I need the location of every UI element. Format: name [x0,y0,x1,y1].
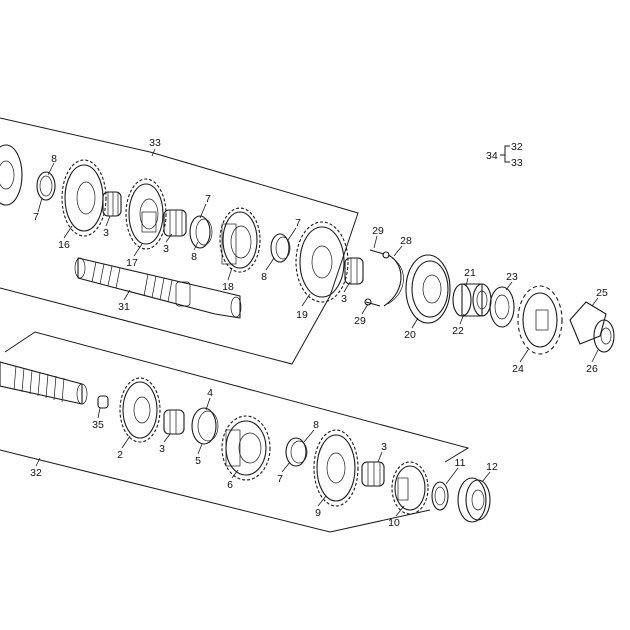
callout-label: 3 [103,227,109,239]
callout-label: 7 [33,211,39,223]
circlip-7-8-upper-a [189,215,213,249]
circlip-7-8-lower [285,437,308,467]
spacer-21-22 [452,283,492,317]
gear-10 [391,461,429,515]
gear-9 [313,429,359,507]
callout-label: 5 [195,455,201,467]
callout-label: 20 [404,329,416,341]
shaft-31 [74,257,242,319]
callout-label: 7 [295,217,301,229]
callout-label: 19 [296,309,308,321]
needle-bearing-3-upper-b [163,209,187,237]
callout-label: 9 [315,507,321,519]
callout-label: 10 [388,517,400,529]
callout-label: 8 [313,419,319,431]
needle-bearing-3-lower-b [361,461,385,487]
sprocket-24 [517,285,563,355]
callout-label: 31 [118,301,130,313]
callout-label: 24 [512,363,524,375]
nut-26 [593,319,615,353]
callout-label: 29 [372,225,384,237]
ball-bearing-20 [405,254,451,324]
callout-label: 22 [452,325,464,337]
leader-lines [35,148,599,517]
callout-label: 29 [354,315,366,327]
retaining-plate-28 [383,254,404,307]
oil-seal-23 [489,286,515,328]
gear-19 [295,221,349,303]
callout-label: 33 [149,137,161,149]
callout-label: 25 [596,287,608,299]
callout-label: 35 [92,419,104,431]
gear-6 [221,415,271,481]
shaft-lower [0,361,88,405]
callout-label: 12 [486,461,498,473]
callout-label: 3 [159,443,165,455]
gear-18 [219,207,261,273]
callout-label: 3 [163,243,169,255]
needle-bearing-3-upper-a [102,191,122,217]
callout-label: 7 [277,473,283,485]
bush-35 [97,395,109,409]
callout-label: 4 [207,387,213,399]
legend-parent-34: 34 [486,150,498,162]
legend-34: 34 32 33 [486,141,523,169]
needle-bearing-3-upper-c [344,257,364,285]
callout-label: 3 [341,293,347,305]
group-bracket-32 [0,331,470,533]
ball-bearing-12 [457,477,491,523]
needle-bearing-3-lower-a [163,409,185,435]
gear-17 [125,178,167,250]
callout-label: 16 [58,239,70,251]
partial-gear-left-upper [0,144,23,206]
callout-label: 17 [126,257,138,269]
legend-child-32: 32 [511,141,523,153]
legend-child-33: 33 [511,157,523,169]
callout-label: 8 [51,153,57,165]
callout-label: 32 [30,467,42,479]
callout-label: 11 [455,457,466,469]
callout-label: 2 [117,449,123,461]
callout-label: 26 [586,363,598,375]
bush-4-5 [191,407,219,445]
callout-label: 8 [191,251,197,263]
callout-label: 3 [381,441,387,453]
callouts: 33 8 7 16 3 17 3 7 8 18 7 8 19 3 31 29 2… [30,137,608,529]
callout-label: 23 [506,271,518,283]
callout-label: 21 [464,267,476,279]
circlip-8-upper [36,171,56,201]
callout-label: 7 [205,193,211,205]
callout-label: 28 [400,235,412,247]
callout-label: 8 [261,271,267,283]
circlip-7-8-upper-b [270,233,291,263]
gear-16 [61,159,107,237]
callout-label: 18 [222,281,234,293]
lock-washer-25 [569,301,607,345]
callout-label: 6 [227,479,233,491]
pins-29 [364,249,390,307]
washer-11 [431,481,449,511]
gear-2 [119,377,161,443]
